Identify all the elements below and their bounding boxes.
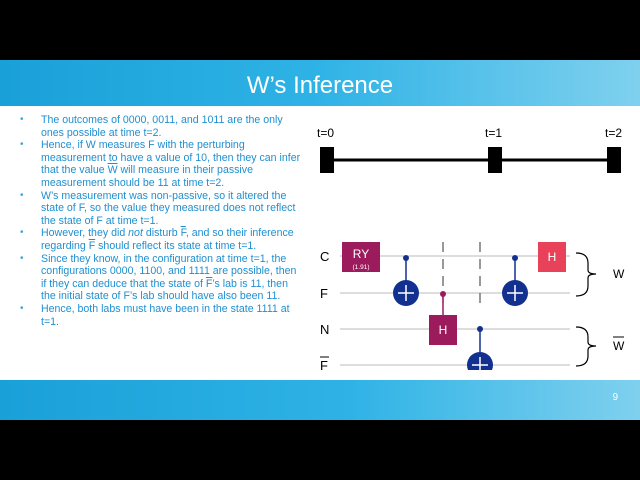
bullet-text: However, they did xyxy=(41,227,129,240)
timeline-marker-t0 xyxy=(320,147,334,173)
timeline-marker-t1 xyxy=(488,147,502,173)
bullet-text: , and so their inference regarding xyxy=(41,227,294,252)
cnot-3-control-dot xyxy=(512,255,518,261)
footer-bar: 9 xyxy=(0,380,640,420)
bullet-item: • Hence, both labs must have been in the … xyxy=(18,303,303,328)
bullet-marker: • xyxy=(20,189,24,201)
bullet-item: • Since they know, in the configuration a… xyxy=(18,253,303,303)
title-bar: W’s Inference xyxy=(0,60,640,106)
bullet-text: disturb xyxy=(142,227,181,240)
h-gate-controlled xyxy=(429,315,457,345)
page-number: 9 xyxy=(612,392,618,403)
bullet-text: W xyxy=(107,164,118,177)
slide-title: W’s Inference xyxy=(246,72,394,99)
ch-control-dot xyxy=(440,291,446,297)
bullet-item: • However, they did not disturb F, and so… xyxy=(18,227,303,252)
bullet-marker: • xyxy=(20,252,24,264)
brace-w xyxy=(575,252,597,297)
timeline-label-t2: t=2 xyxy=(605,126,622,140)
bullet-text: not xyxy=(128,227,143,240)
cnot-1-control-dot xyxy=(403,255,409,261)
timeline-marker-t2 xyxy=(607,147,621,173)
timeline-label-t0: t=0 xyxy=(317,126,334,140)
timeline-label-t1: t=1 xyxy=(485,126,502,140)
wire-label-n: N xyxy=(320,322,329,337)
wire-label-c: C xyxy=(320,249,329,264)
wire-label-f: F xyxy=(320,286,328,301)
bullet-text: will measure in their passive measuremen… xyxy=(41,164,253,189)
brace-w-bar-label: W xyxy=(613,339,625,353)
wire-label-f-bar: F xyxy=(320,358,328,370)
ry-gate-parameter: (1.91) xyxy=(353,264,370,271)
bullet-text: The outcomes of 0000, 0011, and 1011 are… xyxy=(41,114,283,139)
bullet-text: should reflect its state at time t=1. xyxy=(95,239,257,252)
bullet-item: • W’s measurement was non-passive, so it … xyxy=(18,190,303,228)
bullet-item: • The outcomes of 0000, 0011, and 1011 ar… xyxy=(18,114,303,139)
quantum-circuit-diagram: t=0 t=1 t=2 C F N F RY (1.91) xyxy=(317,126,625,370)
bullet-text: Hence, both labs must have been in the s… xyxy=(41,302,290,328)
h-gate-c xyxy=(538,242,566,272)
bullet-marker: • xyxy=(20,302,24,314)
bullet-text: Since they know, in the configuration at… xyxy=(41,252,297,290)
bullet-text: Hence, if W measures F with the perturbi… xyxy=(41,139,301,177)
cnot-2-control-dot xyxy=(477,326,483,332)
h-gate-c-label: H xyxy=(548,250,557,264)
brace-w-label: W xyxy=(613,267,625,281)
bullet-text: ’s lab is 11, then the initial state of … xyxy=(41,277,288,303)
h-gate-controlled-label: H xyxy=(439,323,448,337)
bullet-marker: • xyxy=(20,227,24,239)
bullet-item: • Hence, if W measures F with the perturb… xyxy=(18,139,303,189)
bullet-text: F xyxy=(180,227,186,240)
bullet-text: W’s measurement was non-passive, so it a… xyxy=(41,189,296,227)
ry-gate-label: RY xyxy=(353,247,369,261)
bullet-marker: • xyxy=(20,114,24,125)
bullet-text: F xyxy=(88,239,96,252)
ry-gate xyxy=(342,242,380,272)
brace-w-bar xyxy=(575,326,597,367)
bullet-text: F xyxy=(205,277,213,290)
bullet-marker: • xyxy=(20,139,24,151)
slide: W’s Inference • The outcomes of 0000, 001… xyxy=(0,60,640,420)
bullet-list: • The outcomes of 0000, 0011, and 1011 ar… xyxy=(18,114,303,328)
